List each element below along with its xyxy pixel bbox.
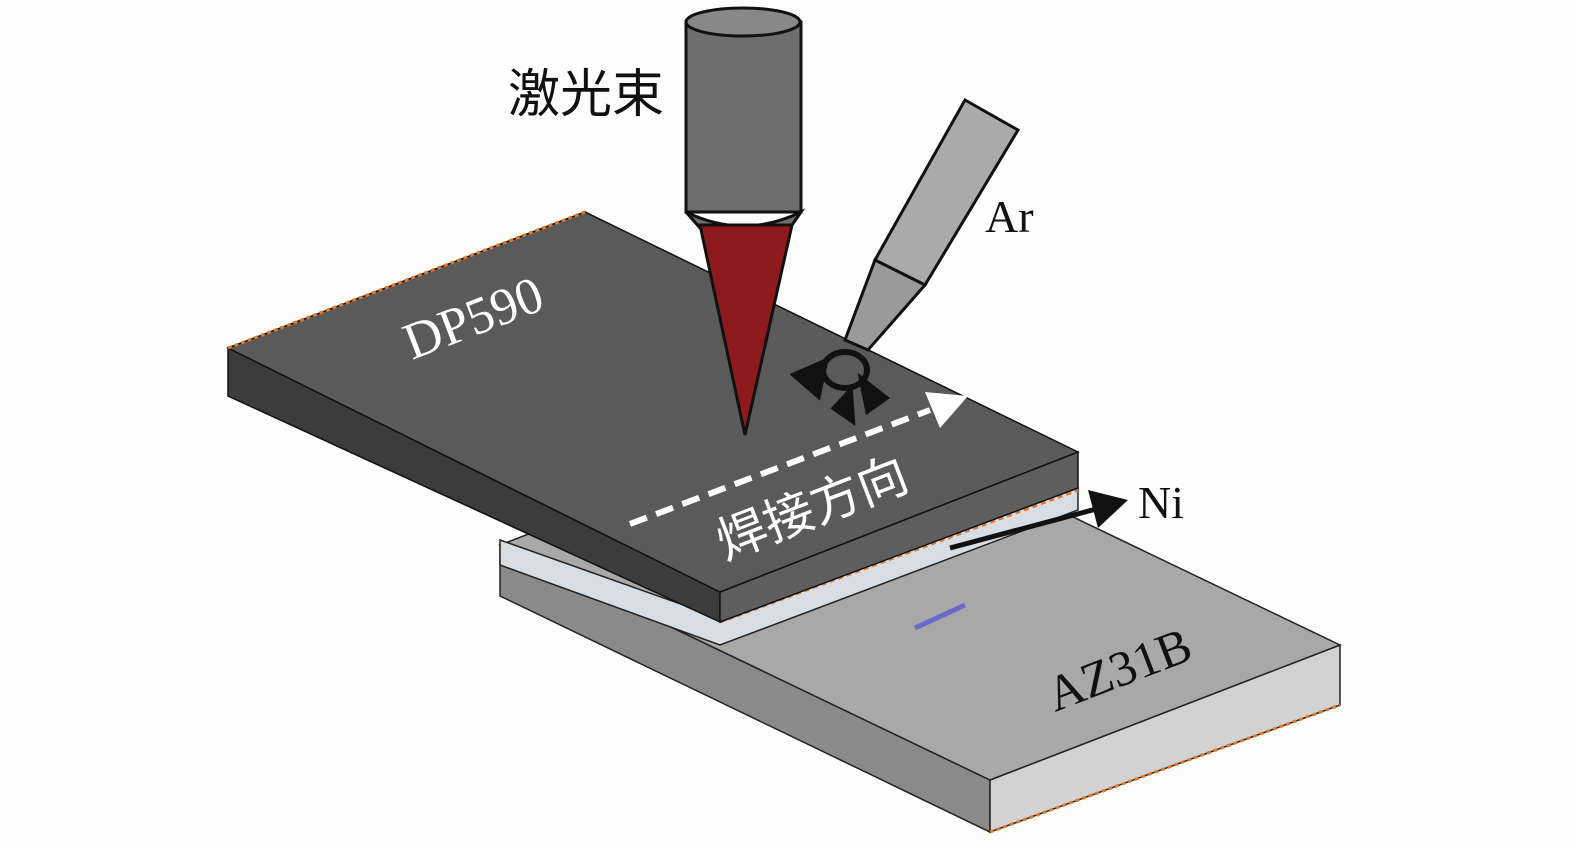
argon-label: Ar — [985, 191, 1034, 242]
laser-head — [684, 6, 806, 436]
nickel-label: Ni — [1138, 477, 1184, 528]
nickel-pointer-arrow — [949, 490, 1128, 551]
bottom-plate-edge-highlight — [989, 703, 1341, 834]
laser-cylinder — [684, 20, 803, 214]
welding-direction-arrow — [628, 392, 968, 527]
top-plate-edge-highlight — [227, 210, 586, 350]
laser-beam-label: 激光束 — [508, 67, 664, 124]
laser-beam-cone — [698, 223, 794, 436]
gas-flow-icon — [789, 349, 891, 427]
argon-gas-nozzle — [789, 97, 1021, 427]
small-blue-arrow-icon — [913, 602, 967, 631]
laser-cylinder-top — [684, 6, 802, 38]
top-plate-dp590 — [226, 210, 1080, 624]
